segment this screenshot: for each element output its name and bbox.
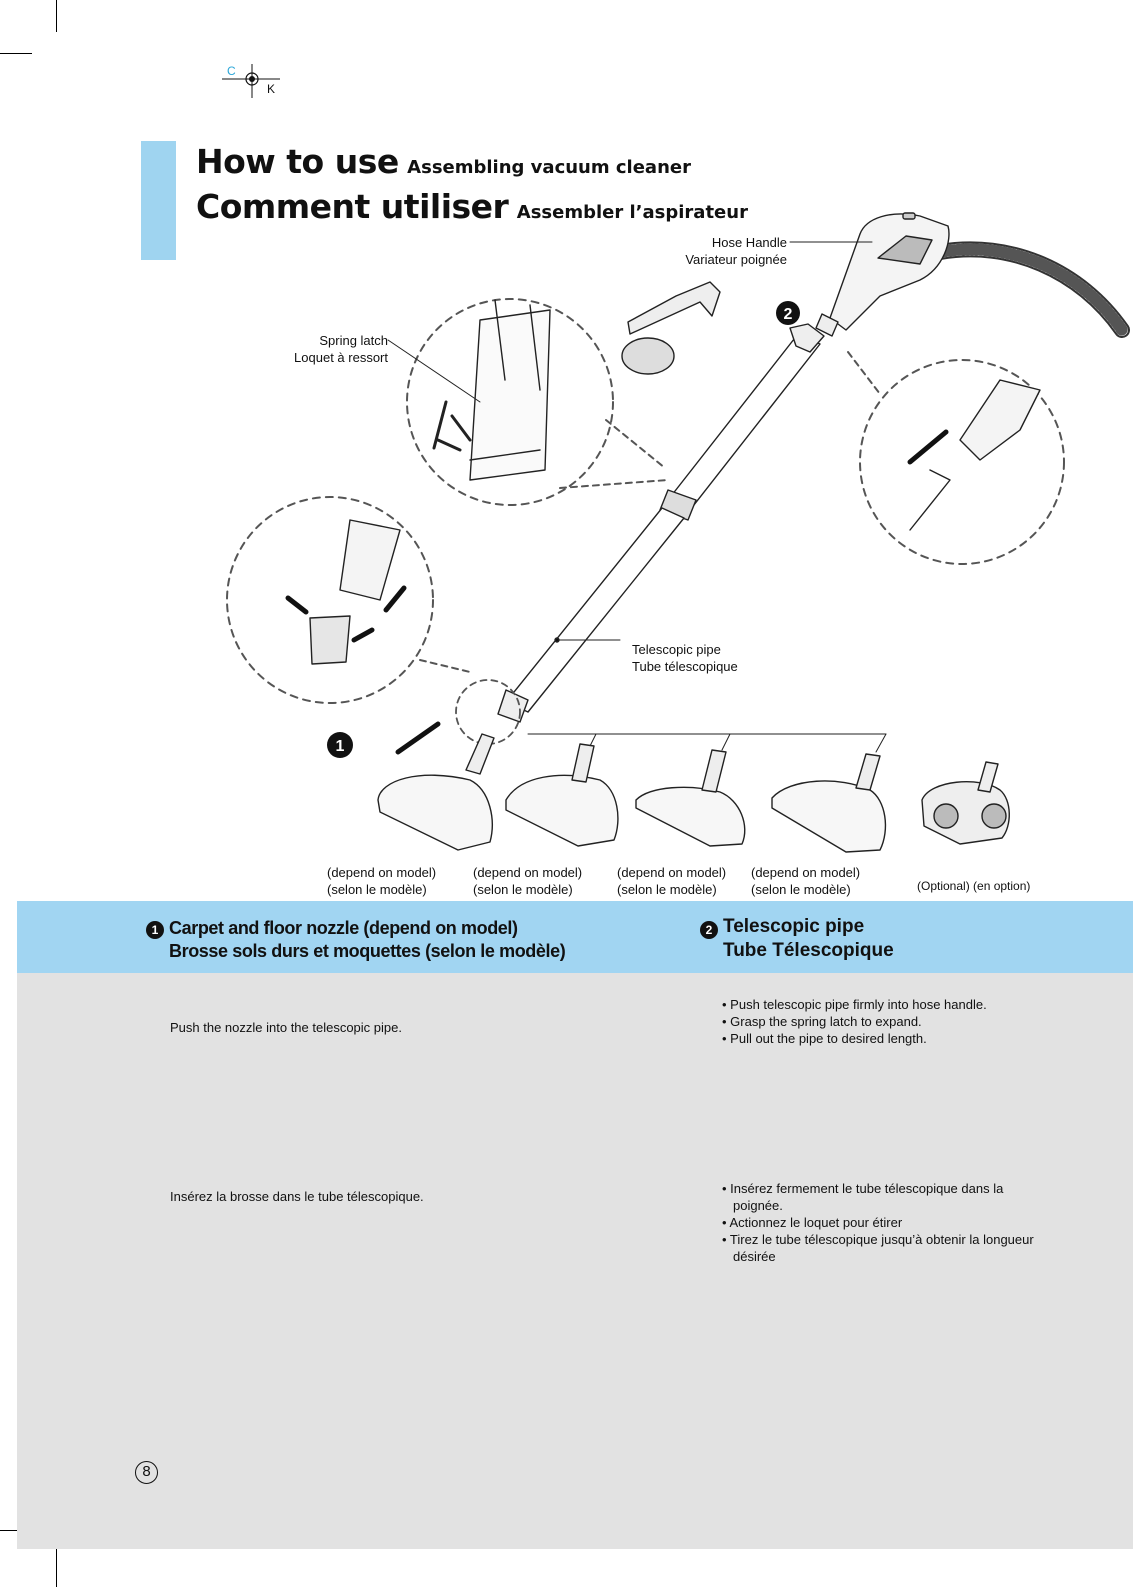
section2-bullets-fr: • Insérez fermement le tube télescopique… bbox=[722, 1180, 1052, 1265]
hose-handle-label: Hose Handle Variateur poignée bbox=[660, 234, 787, 268]
section2-bullets-en: • Push telescopic pipe firmly into hose … bbox=[722, 996, 1042, 1047]
optional-caption: (Optional) (en option) bbox=[917, 879, 1031, 893]
page-number: 8 bbox=[135, 1461, 158, 1484]
spring-latch-label-en: Spring latch bbox=[319, 333, 388, 348]
bullet-fr-1: • Insérez fermement le tube télescopique… bbox=[722, 1181, 1004, 1213]
instructions-panel bbox=[17, 973, 1133, 1549]
section1-number: 1 bbox=[146, 921, 164, 939]
step1-marker bbox=[327, 732, 353, 758]
nozzle-caption-4-en: (depend on model) bbox=[751, 865, 861, 880]
registration-mark: C K bbox=[222, 64, 282, 98]
crop-mark-top-horizontal bbox=[0, 53, 32, 54]
nozzle-caption-2-fr: (selon le modèle) bbox=[473, 882, 573, 897]
crosshair-icon bbox=[222, 64, 280, 98]
nozzle-caption-2: (depend on model) (selon le modèle) bbox=[473, 864, 582, 898]
telescopic-pipe-label: Telescopic pipe Tube télescopique bbox=[632, 641, 738, 675]
step2-marker bbox=[776, 301, 800, 325]
section-header-band bbox=[17, 901, 1133, 973]
hose-handle-label-en: Hose Handle bbox=[711, 235, 787, 250]
step1-marker-text: 1 bbox=[336, 738, 345, 755]
spring-latch-label-fr: Loquet à ressort bbox=[294, 350, 388, 365]
crop-mark-bottom-vertical bbox=[56, 1546, 57, 1587]
title-en-sub: Assembling vacuum cleaner bbox=[407, 157, 691, 178]
telescopic-pipe-label-en: Telescopic pipe bbox=[632, 642, 721, 657]
title-fr-sub: Assembler l’aspirateur bbox=[516, 202, 748, 223]
section1-heading-fr: Brosse sols durs et moquettes (selon le … bbox=[169, 941, 566, 961]
registration-c: C bbox=[227, 64, 236, 78]
section1-heading-en: Carpet and floor nozzle (depend on model… bbox=[169, 918, 518, 938]
nozzle-caption-1-fr: (selon le modèle) bbox=[327, 882, 427, 897]
hose-handle-label-fr: Variateur poignée bbox=[685, 252, 787, 267]
assembly-illustration: 2 1 bbox=[226, 212, 1130, 853]
section1-text-fr: Insérez la brosse dans le tube télescopi… bbox=[170, 1189, 424, 1204]
bullet-en-3: • Pull out the pipe to desired length. bbox=[722, 1031, 927, 1046]
crop-mark-bottom-horizontal bbox=[0, 1530, 32, 1531]
bullet-fr-2: • Actionnez le loquet pour étirer bbox=[722, 1215, 903, 1230]
nozzle-caption-3-fr: (selon le modèle) bbox=[617, 882, 717, 897]
nozzle-caption-1-en: (depend on model) bbox=[327, 865, 437, 880]
section2-heading-en: Telescopic pipe bbox=[723, 916, 865, 937]
crop-mark-top-vertical bbox=[56, 0, 57, 32]
nozzle-caption-2-en: (depend on model) bbox=[473, 865, 583, 880]
section1-text-en: Push the nozzle into the telescopic pipe… bbox=[170, 1020, 402, 1035]
title-fr: Comment utiliser Assembler l’aspirateur bbox=[196, 187, 748, 226]
bullet-fr-3: • Tirez le tube télescopique jusqu’à obt… bbox=[722, 1232, 1034, 1264]
nozzle-caption-3-en: (depend on model) bbox=[617, 865, 727, 880]
telescopic-pipe-label-fr: Tube télescopique bbox=[632, 659, 738, 674]
title-en: How to use Assembling vacuum cleaner bbox=[196, 142, 691, 181]
bullet-en-2: • Grasp the spring latch to expand. bbox=[722, 1014, 922, 1029]
section2-heading-fr: Tube Télescopique bbox=[723, 940, 894, 961]
title-fr-main: Comment utiliser bbox=[196, 187, 509, 226]
nozzle-caption-4: (depend on model) (selon le modèle) bbox=[751, 864, 860, 898]
section2-number: 2 bbox=[700, 921, 718, 939]
step2-marker-text: 2 bbox=[784, 306, 793, 323]
title-accent-bar bbox=[141, 141, 176, 260]
title-en-main: How to use bbox=[196, 142, 399, 181]
nozzle-caption-4-fr: (selon le modèle) bbox=[751, 882, 851, 897]
bullet-en-1: • Push telescopic pipe firmly into hose … bbox=[722, 997, 987, 1012]
nozzle-caption-1: (depend on model) (selon le modèle) bbox=[327, 864, 436, 898]
nozzle-caption-3: (depend on model) (selon le modèle) bbox=[617, 864, 726, 898]
registration-k: K bbox=[267, 82, 276, 96]
spring-latch-label: Spring latch Loquet à ressort bbox=[268, 332, 388, 366]
